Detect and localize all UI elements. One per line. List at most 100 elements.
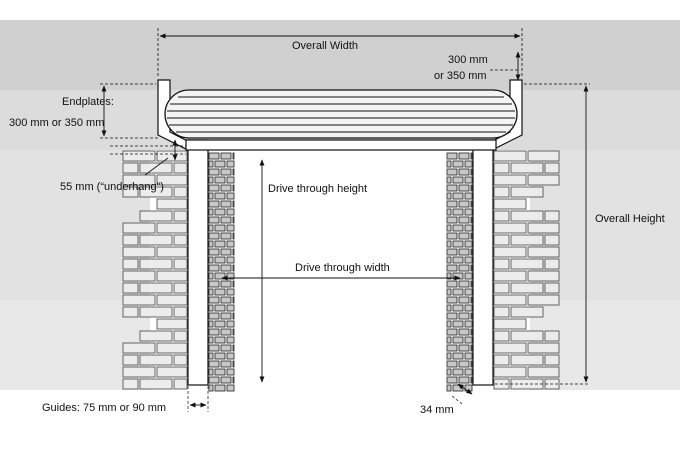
- brick: [156, 270, 188, 282]
- brick: [226, 384, 235, 392]
- brick: [208, 304, 214, 312]
- brick: [446, 288, 452, 296]
- brick: [446, 352, 452, 360]
- brick: [220, 168, 232, 176]
- brick: [464, 224, 473, 232]
- brick: [208, 256, 214, 264]
- brick: [214, 256, 226, 264]
- brick: [220, 232, 232, 240]
- brick: [493, 318, 527, 330]
- brick: [458, 344, 470, 352]
- brick: [470, 248, 473, 256]
- brick: [446, 216, 458, 224]
- brick: [232, 296, 235, 304]
- drive-through-width-dimension: Drive through width: [221, 262, 461, 281]
- drive-through-height-label: Drive through height: [268, 183, 367, 195]
- brick: [220, 184, 232, 192]
- brick: [226, 176, 235, 184]
- brick: [232, 376, 235, 384]
- brick: [226, 368, 235, 376]
- brick: [122, 246, 156, 258]
- guides-label: Guides: 75 mm or 90 mm: [42, 402, 166, 414]
- brick: [208, 384, 214, 392]
- brick: [173, 210, 188, 222]
- brick: [220, 328, 232, 336]
- brick: [470, 216, 473, 224]
- brick: [220, 360, 232, 368]
- overall-width-dimension: Overall Width: [157, 28, 523, 78]
- brick: [220, 280, 232, 288]
- brick: [458, 216, 470, 224]
- brick: [470, 376, 473, 384]
- brick: [544, 258, 560, 270]
- brick: [544, 162, 560, 174]
- brick: [122, 222, 156, 234]
- brick: [122, 282, 139, 294]
- brick: [452, 384, 464, 392]
- brick: [122, 258, 139, 270]
- brick: [208, 288, 214, 296]
- brick: [139, 306, 173, 318]
- brick: [470, 152, 473, 160]
- brick: [446, 208, 452, 216]
- brick: [446, 168, 458, 176]
- brick: [493, 186, 510, 198]
- brick: [232, 216, 235, 224]
- brick: [214, 336, 226, 344]
- brick: [226, 224, 235, 232]
- brick: [446, 176, 452, 184]
- brick: [122, 354, 139, 366]
- brick: [446, 152, 458, 160]
- brick: [527, 294, 560, 306]
- brick: [214, 192, 226, 200]
- brick: [464, 320, 473, 328]
- brick: [214, 352, 226, 360]
- brick: [470, 200, 473, 208]
- brick: [446, 384, 452, 392]
- guide-depth-label: 34 mm: [420, 404, 454, 416]
- brick: [232, 152, 235, 160]
- brick: [232, 360, 235, 368]
- brick: [493, 330, 510, 342]
- brick: [452, 176, 464, 184]
- brick: [156, 246, 188, 258]
- brick: [446, 264, 458, 272]
- brick: [544, 282, 560, 294]
- brick: [226, 352, 235, 360]
- brick: [220, 200, 232, 208]
- brick: [493, 342, 527, 354]
- brick: [208, 368, 214, 376]
- brick: [458, 376, 470, 384]
- right-reveal-bricks: [446, 152, 473, 392]
- left-guide: [187, 139, 209, 386]
- brick: [139, 162, 173, 174]
- brick: [139, 330, 173, 342]
- underhang-dimension: 55 mm (“underhang”): [60, 139, 186, 193]
- brick: [208, 192, 214, 200]
- brick: [220, 312, 232, 320]
- drive-through-width-label: Drive through width: [295, 262, 390, 274]
- brick: [232, 344, 235, 352]
- brick: [208, 208, 214, 216]
- brick: [226, 304, 235, 312]
- brick: [446, 376, 458, 384]
- brick: [232, 232, 235, 240]
- brick: [470, 280, 473, 288]
- brick: [544, 234, 560, 246]
- brick: [452, 320, 464, 328]
- brick: [208, 344, 220, 352]
- brick: [458, 328, 470, 336]
- brick: [122, 366, 156, 378]
- brick: [464, 192, 473, 200]
- brick: [446, 224, 452, 232]
- left-brick-wall: [122, 150, 188, 390]
- brick: [208, 168, 220, 176]
- brick: [208, 320, 214, 328]
- brick: [446, 248, 458, 256]
- brick: [173, 162, 188, 174]
- guides-dimension: Guides: 75 mm or 90 mm: [42, 386, 209, 414]
- brick: [139, 378, 173, 390]
- brick: [173, 234, 188, 246]
- brick: [139, 234, 173, 246]
- brick: [464, 304, 473, 312]
